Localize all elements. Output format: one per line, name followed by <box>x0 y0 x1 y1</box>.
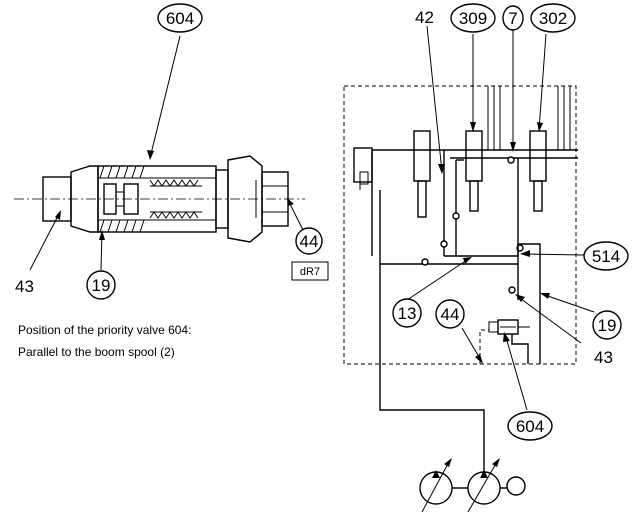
left-leaders <box>29 35 305 271</box>
callout-514: 514 <box>583 241 629 271</box>
callout-514-text: 514 <box>592 247 620 266</box>
valve-block-boundary <box>343 85 577 365</box>
callout-19-right: 19 <box>592 310 622 340</box>
callout-19-right-text: 19 <box>598 316 617 335</box>
callout-44-right: 44 <box>435 299 465 329</box>
pump-group <box>419 458 526 513</box>
callout-302-text: 302 <box>539 9 567 28</box>
note-line-1: Position of the priority valve 604: <box>18 323 191 337</box>
callout-44-left: 44 <box>295 227 323 255</box>
tag-box-dr7: dR7 <box>291 261 329 281</box>
schematic <box>343 85 578 513</box>
right-leaders <box>406 25 595 411</box>
callout-309: 309 <box>450 3 496 33</box>
spool-309 <box>465 130 483 182</box>
callout-604-left-text: 604 <box>166 9 194 28</box>
callout-19-left-text: 19 <box>92 276 111 295</box>
callout-7-text: 7 <box>508 9 517 28</box>
callout-604-right: 604 <box>507 411 553 441</box>
label-43-right: 43 <box>594 348 613 367</box>
callout-309-text: 309 <box>459 9 487 28</box>
callout-7: 7 <box>502 5 524 31</box>
spool-302 <box>529 130 547 182</box>
priority-valve-section <box>14 155 305 243</box>
callout-19-left: 19 <box>86 270 116 300</box>
callout-604-right-text: 604 <box>516 417 544 436</box>
label-43-left: 43 <box>15 277 34 296</box>
callout-44-left-text: 44 <box>300 232 319 251</box>
note-line-2: Parallel to the boom spool (2) <box>18 345 175 359</box>
callout-13-text: 13 <box>398 304 417 323</box>
callout-302: 302 <box>530 3 576 33</box>
tag-box-text: dR7 <box>300 266 320 278</box>
callout-13: 13 <box>392 298 422 328</box>
valve-spring <box>149 179 202 219</box>
spool-1 <box>413 130 431 182</box>
callout-44-right-text: 44 <box>441 305 460 324</box>
label-42: 42 <box>415 8 434 27</box>
callout-604-left: 604 <box>157 3 203 33</box>
valve-end-hex <box>227 155 263 243</box>
